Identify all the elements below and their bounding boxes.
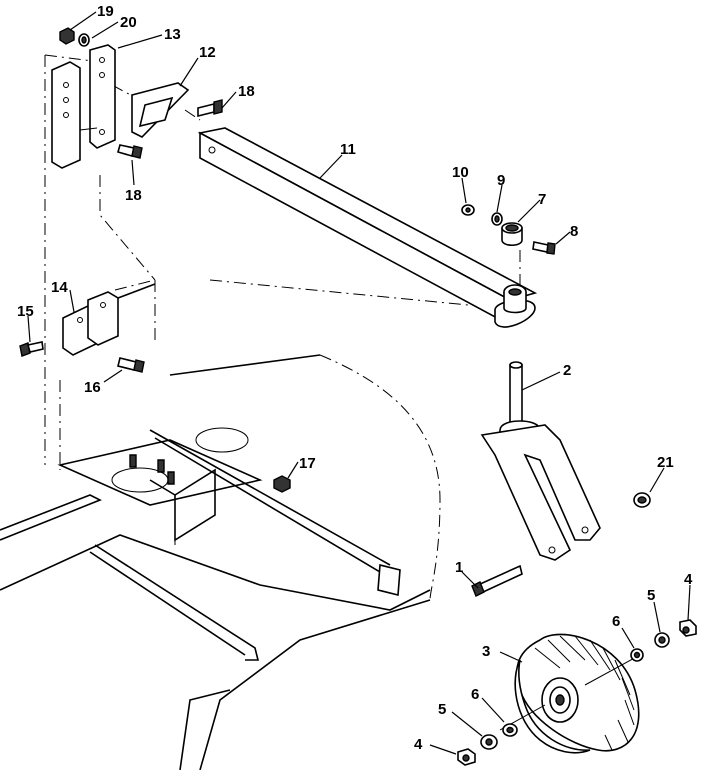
bolt-8 xyxy=(532,241,556,255)
callout-7: 7 xyxy=(538,191,546,208)
bolt-1 xyxy=(471,564,523,597)
nut-10 xyxy=(461,204,475,216)
callout-4-right: 4 xyxy=(684,571,693,588)
nut-17 xyxy=(273,475,291,493)
callout-3: 3 xyxy=(482,643,490,660)
callout-14: 14 xyxy=(51,279,68,296)
callout-8: 8 xyxy=(570,223,578,240)
nut-19 xyxy=(59,27,75,45)
nut-4-left xyxy=(457,748,476,766)
bolt-15 xyxy=(19,341,44,357)
callout-1: 1 xyxy=(455,559,463,576)
callout-21: 21 xyxy=(657,454,674,471)
callout-6-right: 6 xyxy=(612,613,620,630)
callout-6-left: 6 xyxy=(471,686,479,703)
callout-4-left: 4 xyxy=(414,736,423,753)
callout-19: 19 xyxy=(97,3,114,20)
plate-12 xyxy=(131,82,190,138)
bolt-16 xyxy=(117,357,145,373)
callout-5-left: 5 xyxy=(438,701,446,718)
bolt-18-lower xyxy=(117,144,143,159)
callout-5-right: 5 xyxy=(647,587,655,604)
callout-2: 2 xyxy=(563,362,571,379)
washer-9 xyxy=(491,212,503,226)
spacer-6-right xyxy=(630,648,644,662)
arm-11 xyxy=(197,127,538,328)
bracket-14 xyxy=(62,283,156,356)
bracket-13 xyxy=(51,44,116,169)
callout-17: 17 xyxy=(299,455,316,472)
callout-18-upper: 18 xyxy=(238,83,255,100)
leader-lines xyxy=(27,11,691,755)
caster-fork-2 xyxy=(480,361,601,561)
callout-11: 11 xyxy=(340,141,356,158)
wheel-3 xyxy=(499,633,641,754)
collar-7 xyxy=(501,222,523,247)
callout-13: 13 xyxy=(164,26,181,43)
callout-15: 15 xyxy=(17,303,34,320)
callouts: 1 2 3 4 4 5 5 6 6 7 8 9 10 11 12 13 14 1… xyxy=(17,3,693,753)
callout-9: 9 xyxy=(497,172,505,189)
callout-10: 10 xyxy=(452,164,469,181)
bolt-18-upper xyxy=(197,99,223,118)
callout-16: 16 xyxy=(84,379,101,396)
washer-5-right xyxy=(654,632,670,648)
spacer-6-left xyxy=(502,723,518,737)
callout-12: 12 xyxy=(199,44,216,61)
callout-18-lower: 18 xyxy=(125,187,142,204)
chassis-frame xyxy=(0,354,441,770)
washer-5-left xyxy=(480,734,498,750)
nut-4-right xyxy=(679,619,697,637)
nut-21 xyxy=(633,492,651,508)
callout-20: 20 xyxy=(120,14,137,31)
washer-20 xyxy=(78,33,90,47)
